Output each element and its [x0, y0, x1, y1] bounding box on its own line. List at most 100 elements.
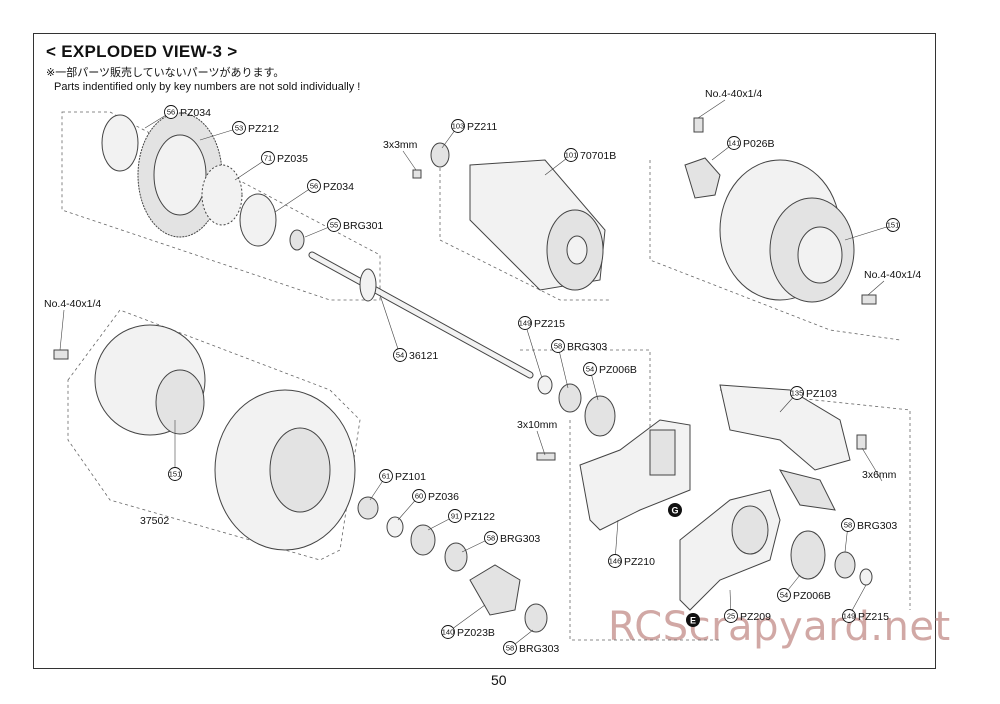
key-number-circle [448, 509, 462, 523]
spacer-shape-56a [101, 114, 139, 172]
screw-shape-s6 [856, 434, 867, 450]
key-number: 60 [415, 492, 423, 501]
screw-size: No.4-40x1/4 [864, 269, 921, 281]
key-number: 149 [519, 319, 532, 328]
key-number: 71 [264, 154, 272, 163]
key-number: 149 [843, 612, 856, 621]
key-number-circle [777, 588, 791, 602]
screw-label-s2: 3x3mm [383, 139, 418, 171]
pinion-shape [430, 142, 450, 168]
key-number-circle [518, 316, 532, 330]
key-number: 61 [382, 472, 390, 481]
screw-size: No.4-40x1/4 [705, 88, 762, 100]
part-code: PZ122 [464, 511, 495, 523]
key-number: 58 [554, 342, 562, 351]
screw-label-s5: 3x10mm [517, 419, 558, 456]
svg-text:G: G [671, 506, 678, 516]
page-title: < EXPLODED VIEW-3 > [46, 42, 238, 61]
key-number-circle [841, 518, 855, 532]
part-label-p151l: 151 [168, 420, 182, 481]
part-code: PZ103 [806, 388, 837, 400]
assembly-code: 37502 [140, 515, 169, 527]
screw-size: 3x10mm [517, 419, 558, 431]
key-number-circle [503, 641, 517, 655]
part-code: PZ210 [624, 556, 655, 568]
part-code: 70701B [580, 150, 616, 162]
part-code: PZ212 [248, 123, 279, 135]
key-number-circle [790, 386, 804, 400]
key-number: 56 [310, 182, 318, 191]
screw-label-s3: No.4-40x1/4 [864, 269, 921, 296]
spur-gear-hub [153, 134, 207, 216]
key-number-circle [441, 625, 455, 639]
key-number: 151 [887, 221, 900, 230]
parts-note: ※一部パーツ販売していないパーツがあります。 Parts indentified… [46, 66, 360, 94]
part-code: PZ006B [793, 590, 831, 602]
rear-wheel-hub [797, 226, 843, 284]
part-code: PZ215 [858, 611, 889, 623]
screw-size: No.4-40x1/4 [44, 298, 101, 310]
axle-hub-shape [359, 268, 377, 302]
key-number: 101 [565, 151, 578, 160]
bearing-shape-58b [444, 542, 468, 572]
key-number-circle [307, 179, 321, 193]
hub-carrier-shape [684, 157, 721, 199]
screw-label-s1: No.4-40x1/4 [697, 88, 762, 119]
cam-shape-54b [584, 395, 616, 437]
spacer-shape-149b [859, 568, 873, 586]
rear-wheel-outline [649, 160, 901, 341]
key-number: 151 [169, 470, 182, 479]
motor-outline [439, 150, 610, 301]
key-number: 58 [506, 644, 514, 653]
part-code: BRG303 [567, 341, 607, 353]
rear-brace-outline [719, 389, 911, 610]
key-number-circle [451, 119, 465, 133]
key-number: 140 [442, 628, 455, 637]
part-code: PZ209 [740, 611, 771, 623]
part-label-p58c: 58 BRG303 [841, 518, 897, 553]
ball-ring-shape [201, 164, 243, 226]
diagram-frame [33, 33, 936, 669]
key-number-circle [564, 148, 578, 162]
key-number: 58 [844, 521, 852, 530]
part-code: PZ034 [180, 107, 211, 119]
key-number-circle [727, 136, 741, 150]
screw-shape-s4 [53, 349, 69, 360]
part-code: PZ035 [277, 153, 308, 165]
screw-size: 3x6mm [862, 469, 897, 481]
key-number-circle [886, 218, 900, 232]
key-number: 54 [586, 365, 594, 374]
part-label-p71: 71 PZ035 [234, 151, 308, 181]
marker-g: G [668, 503, 682, 517]
bearing-shape-55 [289, 229, 305, 251]
cam-shape-54c [790, 530, 826, 580]
screw-label-s6: 3x6mm [861, 447, 897, 482]
screw-label-s4: No.4-40x1/4 [44, 298, 101, 351]
screw-shape-s1 [693, 117, 704, 133]
key-number-circle [164, 105, 178, 119]
watermark: RCScrapyard.net [608, 604, 951, 650]
part-code: P026B [743, 138, 775, 150]
part-code: BRG303 [857, 520, 897, 532]
part-code: PZ215 [534, 318, 565, 330]
key-number: 58 [487, 534, 495, 543]
spur-gear-assembly-outline [61, 111, 381, 301]
motor-mount-outline [569, 420, 720, 641]
hub-carrier-shape-140 [469, 564, 521, 616]
nut-shape-61 [357, 496, 379, 520]
key-number-circle [327, 218, 341, 232]
key-number-circle [379, 469, 393, 483]
rear-brace-arm [778, 469, 836, 511]
part-label-p151r: 151 [844, 218, 900, 241]
